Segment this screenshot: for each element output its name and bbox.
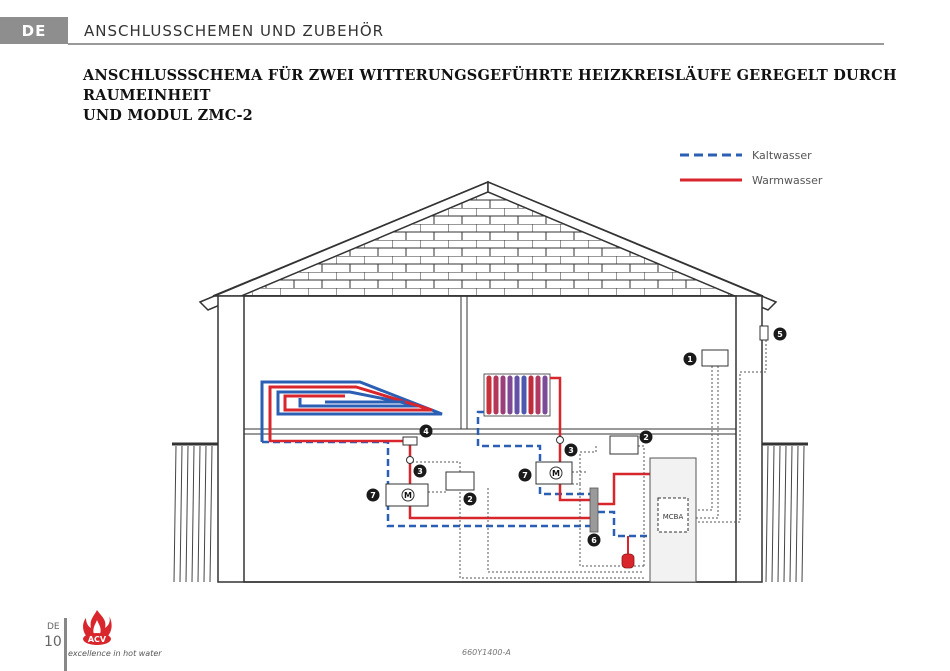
svg-text:1: 1 [687,355,693,364]
page-title: ANSCHLUSSSCHEMA FÜR ZWEI WITTERUNGSGEFÜH… [83,66,903,126]
marker-badges: 1 5 4 2 3 3 7 7 2 6 [366,327,787,547]
outdoor-sensor [759,325,769,341]
svg-text:7: 7 [370,491,376,500]
svg-text:7: 7 [522,471,528,480]
ground-left [172,442,218,583]
document-code: 660Y1400-A [462,648,511,657]
svg-text:6: 6 [591,536,597,545]
safety-thermostat [402,436,418,446]
marker-1: 1 [683,352,697,366]
footer-bar [64,618,67,671]
zone-module-right [609,435,639,455]
marker-3-right: 3 [564,443,578,457]
radiator [483,373,551,417]
boiler: MCBA [649,457,697,583]
room-unit [701,349,729,367]
svg-text:3: 3 [568,446,574,455]
temperature-sensor-left [406,456,414,464]
marker-7-right: 7 [518,468,532,482]
marker-7-left: 7 [366,488,380,502]
brand-text: ACV [88,635,107,644]
pump-group-left: M [385,483,429,507]
legend-warm-label: Warmwasser [752,174,823,187]
pump-group-right: M [535,461,573,485]
temperature-sensor-right [556,436,564,444]
motor-label-left: M [404,491,412,500]
brand-tagline: excellence in hot water [68,649,162,658]
motor-label-right: M [552,469,560,478]
radiator-return-pipe [476,410,592,496]
mcba-label: MCBA [663,513,684,521]
underfloor-heating [260,380,443,442]
svg-text:2: 2 [467,495,473,504]
marker-2-right: 2 [639,430,653,444]
marker-6: 6 [587,533,601,547]
hydraulic-separator [589,487,599,533]
boiler-supply-pipe [598,472,650,506]
svg-text:2: 2 [643,433,649,442]
marker-4: 4 [419,424,433,438]
footer-language: DE [47,622,60,632]
radiator-supply-pipe [550,376,562,438]
marker-2-left: 2 [463,492,477,506]
expansion-vessel [621,553,635,569]
boiler-return-pipe [598,510,650,538]
svg-text:4: 4 [423,427,429,436]
legend: Kaltwasser Warmwasser [680,149,823,187]
marker-5: 5 [773,327,787,341]
page-title-line-1: ANSCHLUSSSCHEMA FÜR ZWEI WITTERUNGSGEFÜH… [83,67,897,104]
language-tab: DE [0,17,68,44]
header-rule [68,43,884,45]
house-roof [198,180,778,311]
ground-right [762,442,808,583]
svg-text:3: 3 [417,467,423,476]
section-title: ANSCHLUSSCHEMEN UND ZUBEHÖR [84,22,385,40]
svg-text:5: 5 [777,330,783,339]
page-number: 10 [44,634,62,650]
zone-module-left [445,471,475,491]
marker-3-left: 3 [413,464,427,478]
page-title-line-2: UND MODUL ZMC-2 [83,107,253,124]
acv-logo: ACV [83,610,112,645]
legend-cold-label: Kaltwasser [752,149,812,162]
